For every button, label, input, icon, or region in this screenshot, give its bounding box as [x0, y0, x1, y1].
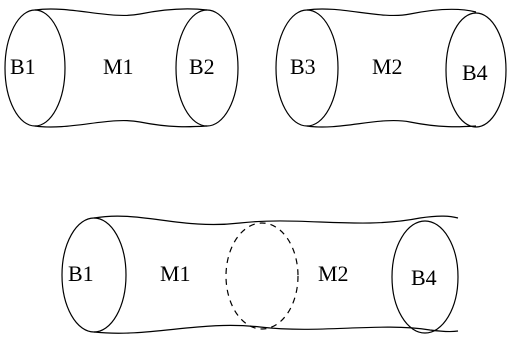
- label-b2-top: B2: [189, 54, 215, 79]
- label-m1-top: M1: [103, 54, 134, 79]
- label-b3-top: B3: [290, 54, 316, 79]
- label-b4-bottom: B4: [411, 265, 437, 290]
- cylinder-top-edge: [93, 215, 459, 226]
- cylinder-bottom-edge: [93, 324, 459, 334]
- label-m2-top: M2: [372, 54, 403, 79]
- cylinder-bottom-glued: B1 M1 M2 B4: [61, 215, 459, 334]
- label-m1-bottom: M1: [160, 261, 191, 286]
- label-b1-top: B1: [10, 54, 36, 79]
- label-m2-bottom: M2: [318, 261, 349, 286]
- glue-boundary-dashed-ellipse: [225, 222, 299, 330]
- cylinder-bottom-edge: [34, 119, 208, 128]
- cylinder-top-left: B1 M1 B2: [4, 8, 239, 128]
- boundary-ellipse-b2-top: [175, 9, 239, 127]
- boundary-ellipse-b4-top: [445, 12, 507, 128]
- boundary-ellipse-b4-bottom: [391, 220, 459, 334]
- cylinder-bottom-edge: [306, 119, 477, 128]
- cylinder-top-right: B3 M2 B4: [275, 8, 507, 128]
- label-b1-bottom: B1: [68, 261, 94, 286]
- cylinder-top-edge: [34, 8, 208, 17]
- cylinder-top-edge: [306, 8, 477, 17]
- label-b4-top: B4: [462, 60, 488, 85]
